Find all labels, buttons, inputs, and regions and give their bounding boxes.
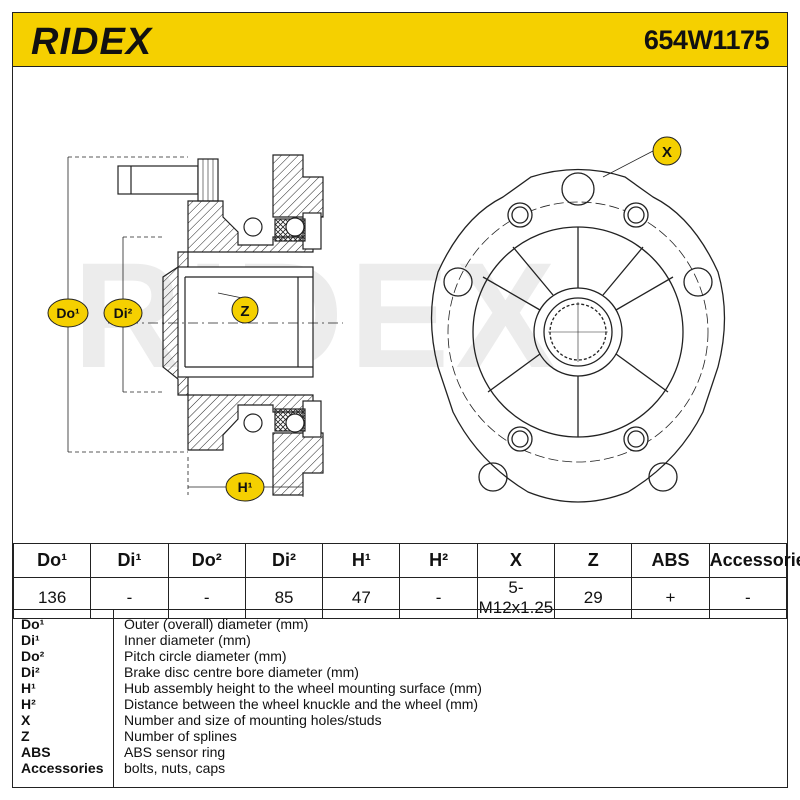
legend-row: ABS ABS sensor ring [13, 744, 787, 760]
value-do1: 136 [12, 577, 92, 619]
technical-drawing: RIDEX [47, 136, 726, 503]
header-h1: H¹ [322, 543, 401, 578]
legend-value: Outer (overall) diameter (mm) [124, 616, 309, 632]
legend-key: Do¹ [21, 616, 45, 632]
legend-row: Di¹ Inner diameter (mm) [13, 632, 787, 648]
header-bar: RIDEX 654W1175 [13, 13, 787, 67]
flange-outline [430, 168, 726, 503]
diagram-label-do1: Do¹ [47, 298, 89, 328]
legend-key: Di¹ [21, 632, 40, 648]
legend-divider [113, 610, 114, 788]
header-do2: Do² [167, 543, 246, 578]
product-sheet: RIDEX 654W1175 RIDEX [12, 12, 800, 788]
diagram-label-x: X [652, 136, 682, 166]
legend-row: Z Number of splines [13, 728, 787, 744]
legend-value: Hub assembly height to the wheel mountin… [124, 680, 482, 696]
diagram-label-h1: H¹ [225, 472, 265, 502]
svg-text:RIDEX: RIDEX [31, 23, 154, 59]
diagram-label-di2: Di² [103, 298, 143, 328]
legend-key: Do² [21, 648, 45, 664]
legend-value: Distance between the wheel knuckle and t… [124, 696, 479, 712]
legend-row: Accessories bolts, nuts, caps [13, 760, 787, 776]
watermark: RIDEX [73, 231, 561, 399]
value-accessories: - [708, 577, 788, 619]
legend-value: Number of splines [124, 728, 237, 744]
hub-side-view [108, 154, 343, 496]
legend-row: H² Distance between the wheel knuckle an… [13, 696, 787, 712]
legend-key: H² [21, 696, 36, 712]
part-number: 654W1175 [643, 25, 770, 55]
hub-flange-section [162, 200, 314, 451]
legend-row: X Number and size of mounting holes/stud… [13, 712, 787, 728]
svg-text:Di²: Di² [114, 305, 133, 321]
value-x: 5-M12x1.25 [476, 577, 556, 619]
value-z: 29 [554, 577, 633, 619]
legend-key: Accessories [21, 760, 104, 776]
svg-text:H¹: H¹ [238, 479, 253, 495]
svg-text:Z: Z [240, 303, 249, 320]
value-h1: 47 [322, 577, 401, 619]
legend-row: H¹ Hub assembly height to the wheel moun… [13, 680, 787, 696]
value-do2: - [167, 577, 246, 619]
header-abs: ABS [631, 543, 710, 578]
specs-table: Do¹ Di¹ Do² Di² H¹ H² X Z ABS Accessorie… [12, 543, 800, 619]
wheel-stud [117, 165, 199, 195]
value-abs: + [631, 577, 710, 619]
header-z: Z [554, 543, 633, 578]
svg-text:Do¹: Do¹ [56, 305, 80, 321]
legend-key: X [21, 712, 31, 728]
legend-row: Do² Pitch circle diameter (mm) [13, 648, 787, 664]
header-di1: Di¹ [90, 543, 169, 578]
header-accessories: Accessories [708, 543, 800, 578]
legend-value: bolts, nuts, caps [124, 760, 226, 776]
legend-value: ABS sensor ring [124, 744, 226, 760]
value-di2: 85 [244, 577, 324, 619]
legend-value: Inner diameter (mm) [124, 632, 251, 648]
legend-value: Brake disc centre bore diameter (mm) [124, 664, 359, 680]
legend-value: Pitch circle diameter (mm) [124, 648, 287, 664]
ridex-logo: RIDEX [31, 23, 154, 59]
header-do1: Do¹ [12, 543, 92, 578]
legend-row: Do¹ Outer (overall) diameter (mm) [13, 616, 787, 632]
svg-text:X: X [662, 144, 672, 161]
legend-key: H¹ [21, 680, 36, 696]
diagram-label-z: Z [231, 296, 259, 324]
legend-key: ABS [21, 744, 51, 760]
specs-header-row: Do¹ Di¹ Do² Di² H¹ H² X Z ABS Accessorie… [12, 543, 800, 578]
header-x: X [476, 543, 556, 578]
header-di2: Di² [244, 543, 324, 578]
legend-key: Di² [21, 664, 40, 680]
legend: Do¹ Outer (overall) diameter (mm) Di¹ In… [13, 609, 787, 788]
header-h2: H² [399, 543, 478, 578]
legend-key: Z [21, 728, 30, 744]
value-di1: - [90, 577, 169, 619]
legend-row: Di² Brake disc centre bore diameter (mm) [13, 664, 787, 680]
specs-value-row: 136 - - 85 47 - 5-M12x1.25 29 + - [12, 577, 788, 619]
hub-front-view [430, 168, 726, 503]
legend-value: Number and size of mounting holes/studs [124, 712, 382, 728]
